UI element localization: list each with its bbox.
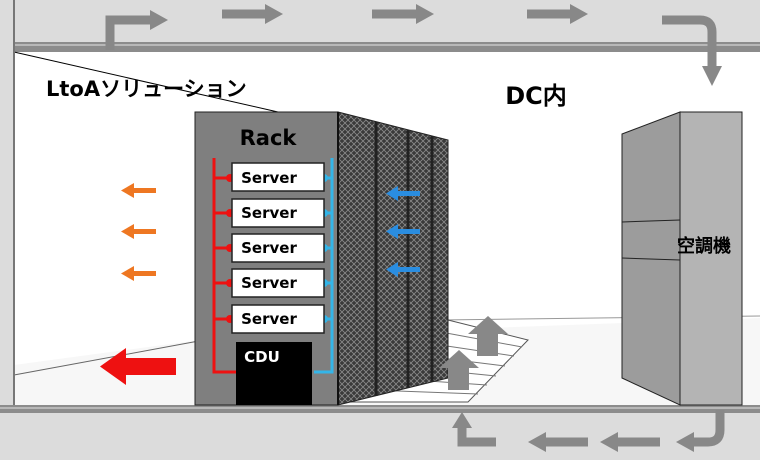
airflow-arrow-icon [439,350,479,390]
left-wall-post [0,0,15,460]
cdu-label: CDU [244,348,280,366]
server-label: Server [241,239,297,257]
hot-air-arrow-icon [121,224,156,239]
server-unit: Server [231,268,325,298]
exhaust-arrow-icon [100,348,176,385]
cold-air-intake [386,186,420,277]
floor-plenum [0,405,760,460]
dc-label: DC内 [505,82,567,110]
server-stack: Server Server Server Server Server [231,162,325,334]
server-unit: Server [231,198,325,228]
ceiling-airflow [105,9,717,66]
airflow-arrow-icon [457,428,496,447]
server-label: Server [241,204,297,222]
server-unit: Server [231,162,325,192]
rack-label: Rack [240,126,298,150]
airflow-arrow-icon [468,316,508,356]
server-label: Server [241,310,297,328]
cold-air-arrow-icon [386,186,420,201]
cold-air-arrow-icon [386,262,420,277]
cold-air-rise [439,316,508,390]
aircon-label: 空調機 [677,235,731,257]
hot-air-exhaust [121,183,156,281]
airflow-arrow-icon [105,15,150,50]
server-unit: Server [231,304,325,334]
floor-airflow-heads [452,412,694,452]
server-label: Server [241,169,297,187]
airflow-arrow-icon [694,410,725,447]
server-label: Server [241,274,297,292]
hot-air-arrow-icon [121,266,156,281]
solution-label: LtoAソリューション [46,77,247,101]
hot-air-arrow-icon [121,183,156,198]
cold-air-arrow-icon [386,224,420,239]
cdu-unit: CDU [236,342,312,405]
air-conditioner [621,111,743,406]
airflow-arrow-icon [662,15,717,66]
floor-airflow [457,410,725,447]
ceiling-airflow-heads [150,4,722,86]
server-unit: Server [231,233,325,263]
